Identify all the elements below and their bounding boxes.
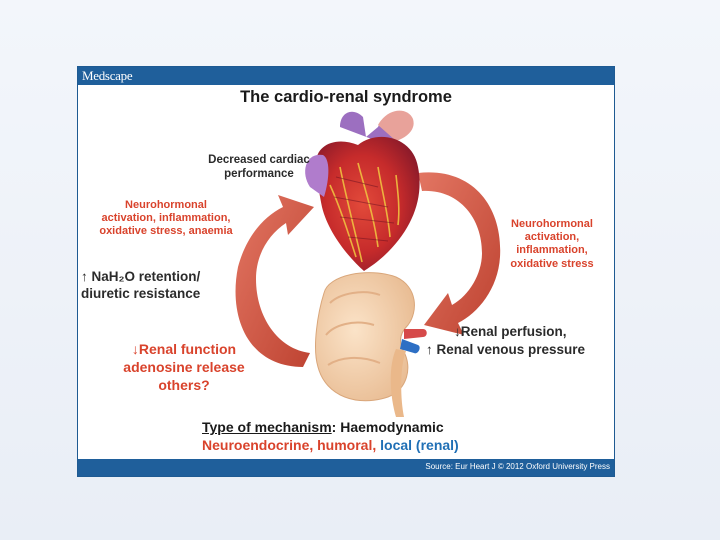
header-bar: Medscape	[78, 67, 614, 85]
diagram-illustration	[235, 110, 501, 417]
mechanism-line: Type of mechanism: Haemodynamic	[202, 419, 444, 435]
heart-illustration	[305, 110, 420, 271]
figure-title: The cardio-renal syndrome	[240, 88, 452, 106]
arrow-right	[418, 172, 501, 335]
footer-bar: Source: Eur Heart J © 2012 Oxford Univer…	[78, 459, 614, 476]
right-neuro-line-4: oxidative stress	[510, 257, 594, 270]
label-cardiac-performance: Decreased cardiac performance	[199, 154, 319, 182]
right-neuro-line-2: activation,	[524, 231, 580, 244]
label-right-neurohormonal: Neurohormonal activation, inflammation, …	[496, 218, 608, 271]
cardiac-line-2: performance	[224, 167, 294, 180]
right-neuro-line-3: inflammation,	[516, 244, 588, 257]
renal-function-line-2: adenosine release	[123, 359, 245, 376]
cardiac-line-1: Decreased cardiac	[208, 154, 310, 166]
renal-function-line-1: ↓Renal function	[131, 341, 237, 357]
retention-line-2: diuretic resistance	[81, 285, 201, 301]
label-retention: ↑ NaH₂O retention/ diuretic resistance	[81, 269, 200, 303]
renal-function-line-3: others?	[158, 377, 210, 394]
figure-panel: Medscape The cardio-renal syndrome	[77, 66, 615, 477]
mechanism-prefix: Type of mechanism	[202, 419, 332, 435]
label-renal-perfusion: ↓Renal perfusion, ↑ Renal venous pressur…	[426, 323, 585, 358]
left-neuro-line-2: activation, inflammation,	[101, 212, 231, 225]
perfusion-line-1: ↓Renal perfusion,	[454, 324, 567, 339]
source-credit: Source: Eur Heart J © 2012 Oxford Univer…	[425, 462, 610, 471]
label-left-neurohormonal: Neurohormonal activation, inflammation, …	[86, 199, 246, 239]
brand-logo: Medscape	[82, 68, 133, 83]
mechanism-neuro: Neuroendocrine, humoral,	[202, 437, 381, 453]
arrow-left	[235, 195, 314, 367]
kidney-illustration	[315, 272, 427, 417]
left-neuro-line-1: Neurohormonal	[125, 199, 207, 211]
retention-line-1: ↑ NaH₂O retention/	[81, 269, 201, 284]
label-renal-function: ↓Renal function adenosine release others…	[114, 340, 254, 395]
mechanism-haemodynamic: Haemodynamic	[340, 419, 444, 435]
mechanism-colon: :	[331, 419, 341, 435]
left-neuro-line-3: oxidative stress, anaemia	[99, 225, 233, 238]
right-neuro-line-1: Neurohormonal	[511, 218, 593, 230]
perfusion-line-2: ↑ Renal venous pressure	[426, 341, 586, 357]
mechanism-types: Neuroendocrine, humoral, local (renal)	[202, 437, 459, 453]
mechanism-local: local (renal)	[380, 437, 459, 453]
